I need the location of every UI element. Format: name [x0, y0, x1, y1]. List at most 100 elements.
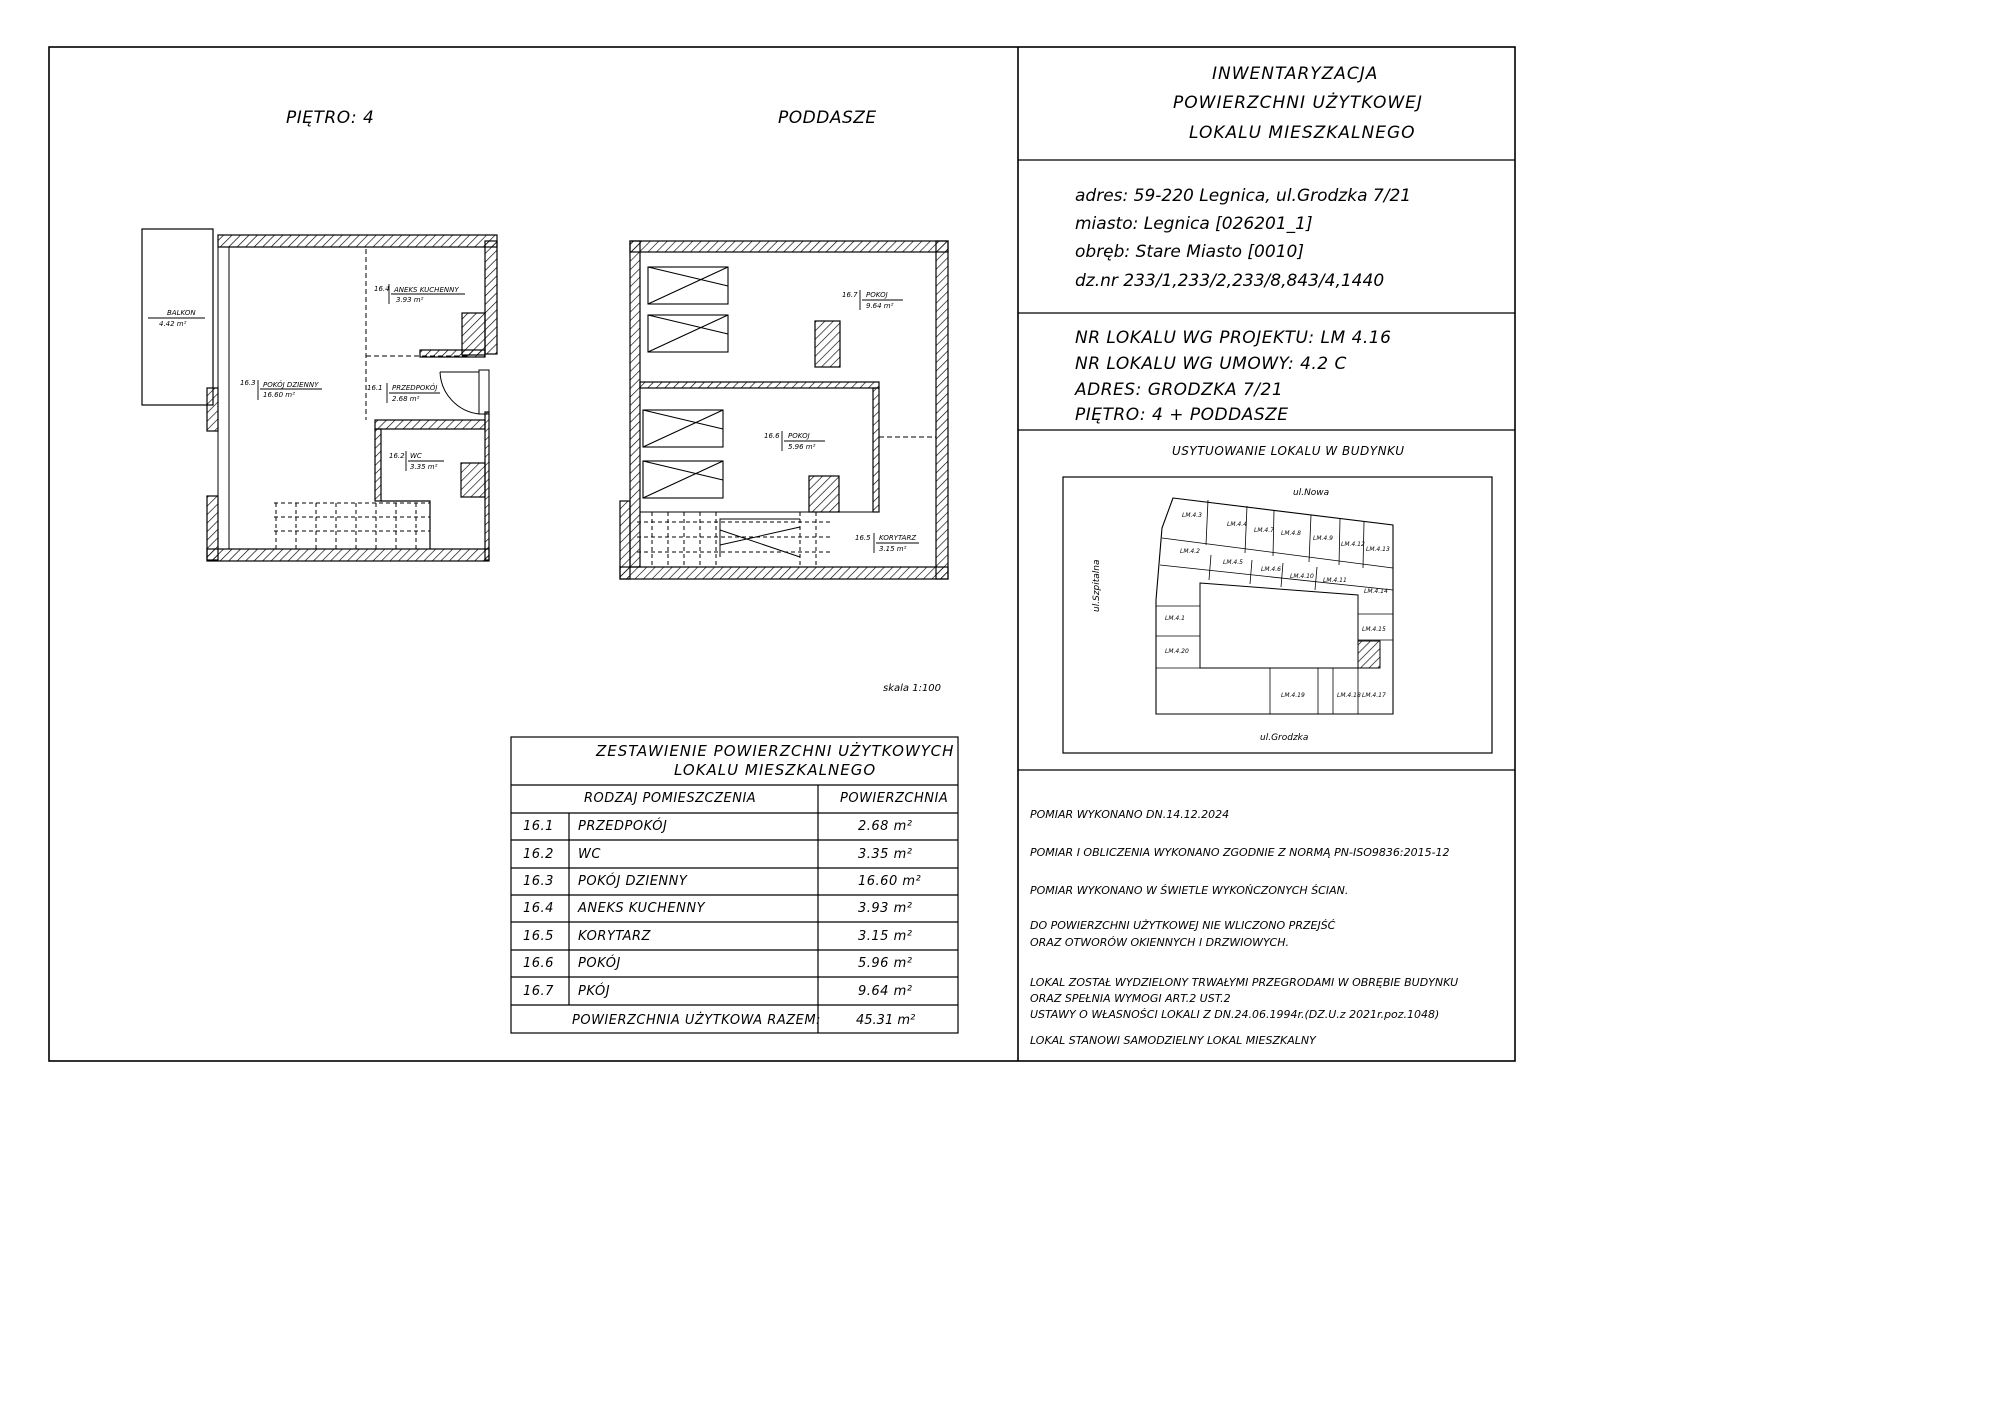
room-label-balcony-name: BALKON [167, 309, 196, 317]
parcels-line: dz.nr 233/1,233/2,233/8,843/4,1440 [1075, 271, 1385, 291]
balcony-outline [141, 228, 214, 406]
room-label-area: 3.35 m² [410, 463, 438, 471]
summary-row-number: 16.5 [523, 929, 554, 944]
unit-floor: PIĘTRO: 4 + PODDASZE [1075, 405, 1289, 425]
floor-plan-title: PIĘTRO: 4 [286, 108, 375, 128]
location-map [1062, 476, 1493, 754]
summary-row-room: PKÓJ [578, 984, 611, 999]
summary-row-area: 3.35 m² [858, 847, 913, 862]
drawing-sheet [48, 46, 1516, 1062]
note-exclusions-2: ORAZ OTWORÓW OKIENNYCH I DRZWIOWYCH. [1030, 936, 1289, 949]
room-label-area: 5.96 m² [788, 443, 816, 451]
summary-row-area: 3.93 m² [858, 901, 913, 916]
note-separation-3: USTAWY O WŁASNOŚCI LOKALI Z DN.24.06.199… [1030, 1008, 1440, 1021]
room-label-name: KORYTARZ [879, 534, 917, 542]
room-label-num: 16.6 [764, 432, 780, 440]
summary-row-number: 16.7 [523, 984, 554, 999]
summary-row-room: POKÓJ DZIENNY [578, 874, 688, 889]
summary-title-2: LOKALU MIESZKALNEGO [674, 761, 877, 779]
note-measurement-date: POMIAR WYKONANO DN.14.12.2024 [1030, 808, 1230, 821]
room-label-balcony-area: 4.42 m² [159, 320, 187, 328]
note-exclusions-1: DO POWIERZCHNI UŻYTKOWEJ NIE WLICZONO PR… [1030, 919, 1336, 932]
room-label-name: POKÓJ DZIENNY [263, 381, 319, 389]
map-unit-label: LM.4.8 [1281, 530, 1301, 537]
summary-col-area: POWIERZCHNIA [840, 791, 949, 806]
summary-row-number: 16.1 [523, 819, 554, 834]
city-line: miasto: Legnica [026201_1] [1075, 214, 1313, 234]
room-label-name: ANEKS KUCHENNY [394, 286, 459, 294]
room-label-name: POKOJ [788, 432, 810, 440]
street-north: ul.Nowa [1293, 488, 1330, 498]
note-standard: POMIAR I OBLICZENIA WYKONANO ZGODNIE Z N… [1030, 846, 1450, 859]
attic-plan-title: PODDASZE [778, 108, 877, 128]
room-label-area: 2.68 m² [392, 395, 420, 403]
room-label-num: 16.2 [389, 452, 405, 460]
room-label-name: PRZEDPOKÓJ [392, 384, 438, 392]
room-label-area: 3.15 m² [879, 545, 907, 553]
note-walls: POMIAR WYKONANO W ŚWIETLE WYKOŃCZONYCH Ś… [1030, 884, 1349, 897]
room-label-area: 16.60 m² [263, 391, 295, 399]
room-label-num: 16.5 [855, 534, 871, 542]
map-unit-label: LM.4.15 [1362, 626, 1386, 633]
summary-title-1: ZESTAWIENIE POWIERZCHNI UŻYTKOWYCH [596, 742, 955, 760]
map-unit-label: LM.4.2 [1180, 548, 1200, 555]
summary-col-type: RODZAJ POMIESZCZENIA [584, 791, 757, 806]
sheet-frame [48, 46, 1516, 1062]
room-label-num: 16.7 [842, 291, 858, 299]
summary-row-area: 2.68 m² [858, 819, 913, 834]
room-label-area: 3.93 m² [396, 296, 424, 304]
title-line-3: LOKALU MIESZKALNEGO [1189, 123, 1416, 143]
summary-total-label: POWIERZCHNIA UŻYTKOWA RAZEM: [572, 1013, 821, 1028]
map-unit-label: LM.4.3 [1182, 512, 1202, 519]
note-independent: LOKAL STANOWI SAMODZIELNY LOKAL MIESZKAL… [1030, 1034, 1316, 1047]
unit-contract-number: NR LOKALU WG UMOWY: 4.2 C [1075, 354, 1347, 374]
map-unit-label: LM.4.20 [1165, 648, 1189, 655]
floor-4-plan [141, 228, 498, 562]
map-unit-label: LM.4.13 [1366, 546, 1390, 553]
map-unit-label: LM.4.10 [1290, 573, 1314, 580]
map-unit-label: LM.4.12 [1341, 541, 1365, 548]
room-label-num: 16.3 [240, 379, 256, 387]
summary-row-area: 9.64 m² [858, 984, 913, 999]
summary-row-area: 3.15 m² [858, 929, 913, 944]
note-separation-1: LOKAL ZOSTAŁ WYDZIELONY TRWAŁYMI PRZEGRO… [1030, 976, 1459, 989]
highlighted-unit-lm416 [1357, 640, 1381, 669]
map-unit-label: LM.4.5 [1223, 559, 1243, 566]
summary-row-room: WC [578, 847, 601, 862]
map-unit-label: LM.4.14 [1364, 588, 1388, 595]
attic-plan [619, 240, 949, 580]
room-label-num: 16.4 [374, 285, 390, 293]
street-south: ul.Grodzka [1260, 733, 1309, 743]
map-unit-label: LM.4.11 [1323, 577, 1347, 584]
room-label-name: WC [410, 452, 422, 460]
street-west: ul.Szpitalna [1092, 559, 1102, 612]
scale-label: skala 1:100 [883, 683, 942, 694]
map-unit-label: LM.4.7 [1254, 527, 1274, 534]
summary-row-area: 16.60 m² [858, 874, 922, 889]
unit-address: ADRES: GRODZKA 7/21 [1075, 380, 1284, 400]
summary-row-room: KORYTARZ [578, 929, 651, 944]
summary-table-grid [510, 736, 959, 1034]
summary-row-room: ANEKS KUCHENNY [578, 901, 706, 916]
note-separation-2: ORAZ SPEŁNIA WYMOGI ART.2 UST.2 [1030, 992, 1231, 1005]
room-label-area: 9.64 m² [866, 302, 894, 310]
summary-row-room: PRZEDPOKÓJ [578, 819, 668, 834]
room-label-name: POKOJ [866, 291, 888, 299]
room-label-num: 16.1 [367, 384, 383, 392]
map-unit-label: LM.4.1 [1165, 615, 1185, 622]
title-line-1: INWENTARYZACJA [1212, 64, 1379, 84]
map-unit-label: LM.4.6 [1261, 566, 1281, 573]
summary-row-number: 16.3 [523, 874, 554, 889]
summary-row-number: 16.6 [523, 956, 554, 971]
map-unit-label: LM.4.18 [1337, 692, 1361, 699]
precinct-line: obręb: Stare Miasto [0010] [1075, 242, 1304, 262]
map-unit-label: LM.4.19 [1281, 692, 1305, 699]
summary-row-number: 16.2 [523, 847, 554, 862]
location-title: USYTUOWANIE LOKALU W BUDYNKU [1172, 444, 1405, 458]
address-line: adres: 59-220 Legnica, ul.Grodzka 7/21 [1075, 186, 1412, 206]
summary-row-room: POKÓJ [578, 956, 621, 971]
map-unit-label: LM.4.17 [1362, 692, 1386, 699]
summary-row-area: 5.96 m² [858, 956, 913, 971]
location-map-frame [1062, 476, 1493, 754]
summary-total-value: 45.31 m² [856, 1013, 916, 1028]
